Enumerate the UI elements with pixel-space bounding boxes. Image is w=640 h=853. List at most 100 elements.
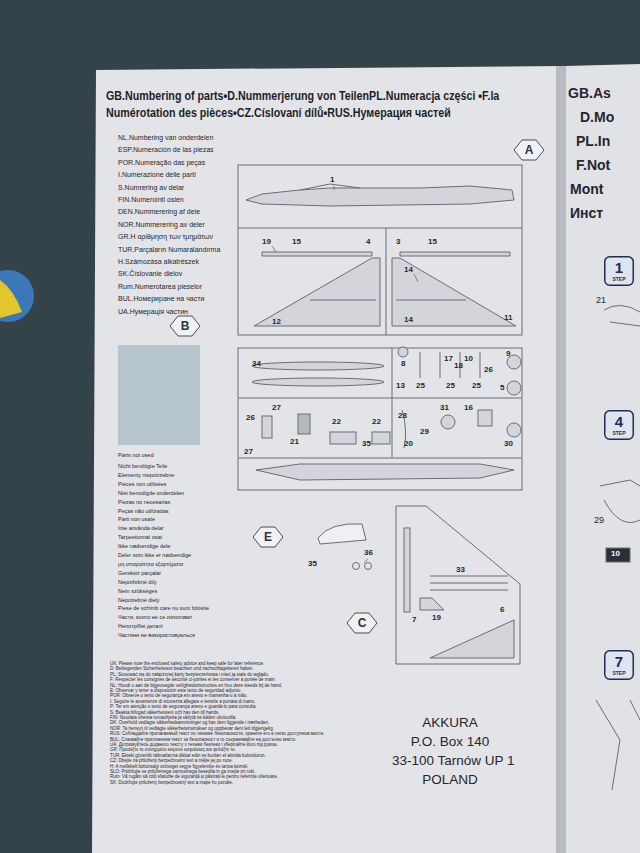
part-tag (606, 548, 630, 562)
part-number: 21 (290, 438, 299, 447)
drop-tank (252, 362, 384, 370)
label-text: NL: Houdt u aan de bijgevoegde veilighei… (110, 683, 282, 688)
label-text: Ikke nødvendige dele (118, 543, 170, 549)
legend-language-line: Частини не використовуються (118, 632, 195, 638)
label-text: 34 (252, 359, 261, 368)
part-number: 31 (440, 404, 449, 413)
label-text: H: A mellékelt biztonsági szöveget vegye… (110, 764, 248, 769)
label-text: μη απαραίτητα εξαρτήματα (118, 561, 183, 567)
label-text: 1 (330, 175, 334, 184)
label-text: F.Not (576, 157, 610, 173)
round-part (441, 415, 455, 429)
part-number: 34 (252, 360, 261, 369)
label-text: 26 (484, 365, 493, 374)
badge-label: A (525, 144, 534, 156)
page-heading: GB.Numbering of parts•D.Nummerjerung von… (106, 88, 551, 122)
badge-label: E (264, 531, 272, 543)
label-text: Rum: Vă rugăm să citiți sfaturile de sig… (110, 774, 278, 779)
part-number: 4 (366, 238, 370, 247)
safety-note-line: I: Seguire le avvertenze di sicurezza al… (110, 700, 256, 705)
page-fold-shadow (556, 66, 566, 853)
sprue-letter-badge: C (347, 613, 377, 633)
part-number: 36 (364, 549, 373, 558)
wing-right (392, 258, 516, 326)
part-number: 27 (272, 404, 281, 413)
label-text: 18 (454, 361, 463, 370)
wheel-part (398, 347, 408, 357)
label-text: Peças não utilizadas (118, 508, 168, 514)
label-text: TUR: Ekteki güvenlik talimatlarına dikka… (110, 753, 266, 758)
part-number: 1 (330, 176, 334, 185)
label-text: FIN.Numerointi osien (118, 196, 184, 203)
sprue-bar (238, 458, 522, 459)
safety-note-line: NL: Houdt u aan de bijgevoegde veilighei… (110, 684, 282, 689)
panel-line (310, 300, 376, 301)
right-page (566, 64, 640, 853)
label-text: S.Numrering av delar (118, 184, 184, 191)
small-part (330, 432, 356, 444)
wing-left (254, 258, 380, 326)
part-number: 26 (246, 414, 255, 423)
label-text: AKKURA (422, 715, 478, 730)
label-text: 16 (464, 403, 473, 412)
label-text: 3 (396, 237, 400, 246)
part-number: 8 (401, 360, 405, 369)
label-text: 21 (596, 295, 606, 305)
part-number: 29 (594, 516, 604, 526)
part-number: 25 (416, 382, 425, 391)
legend-language-line: Части, които не се използват (118, 614, 192, 620)
legend-language-line: Inte använda delar (118, 525, 164, 531)
canopy-line (300, 184, 360, 190)
label-text: 22 (332, 417, 341, 426)
safety-note-line: GR: Προσέξτε το συνημμένο κείμενο ασφαλε… (110, 748, 236, 753)
safety-note-line: S: Beakta bifogad säkerhetstext och hav … (110, 711, 220, 716)
part-number: 19 (262, 238, 271, 247)
label-text: ESP.Numeración de las piezas (118, 146, 214, 153)
label-text: Nicht benötigte Teile (118, 463, 167, 469)
label-text: RUS: Соблюдайте прилагаемый текст по тех… (110, 731, 324, 736)
part-number: 16 (464, 404, 473, 413)
sprue-letter-badge: E (253, 527, 283, 547)
label-text: Частини не використовуються (118, 632, 195, 638)
label-text: UK: Please note the enclosed safety advi… (110, 661, 264, 666)
heading-text: GB.Numbering of parts•D.Nummerjerung von… (106, 89, 499, 120)
sprue-bar (238, 228, 522, 229)
part-number: 22 (332, 418, 341, 427)
safety-note-line: P: Ter em atenção o texto de segurança a… (110, 705, 257, 710)
label-text: SLO: Pridržujte se priloženega varnostne… (110, 769, 255, 774)
language-line: TUR.Parçaların Numaralandırma (118, 246, 220, 254)
address-line: 33-100 Tarnów UP 1 (392, 754, 508, 769)
label-text: PL.In (576, 133, 610, 149)
language-line: I.Numerazione delle parti (118, 171, 196, 179)
sprue-b (238, 347, 522, 490)
label-text: Niet benodigde onderdelen (118, 490, 184, 496)
language-line: S.Numrering av delar (118, 184, 184, 192)
part-number: 30 (504, 440, 513, 449)
part-number: 18 (454, 362, 463, 371)
safety-note-line: SLO: Pridržujte se priloženega varnostne… (110, 770, 255, 775)
legend-language-line: Piese de schimb care nu sunt folosite (118, 605, 209, 611)
part-number: 33 (456, 566, 465, 575)
badge-label: B (181, 320, 190, 332)
language-line: NOR.Nummerering av deler (118, 221, 205, 229)
label-text: Nepotrebné diely (118, 597, 160, 603)
label-text: 14 (404, 315, 413, 324)
language-line: POR.Numeração das peças (118, 159, 205, 167)
label-text: 27 (272, 403, 281, 412)
badge-label: C (358, 617, 367, 629)
step-box (605, 651, 634, 680)
label-text: Parti non usate (118, 516, 155, 522)
part-number: 35 (362, 440, 371, 449)
clear-part (365, 563, 372, 570)
sprue-bar (392, 348, 393, 458)
safety-note-line: H: A mellékelt biztonsági szöveget vegye… (110, 765, 248, 770)
safety-note-line: TUR: Ekteki güvenlik talimatlarına dikka… (110, 754, 266, 759)
small-part (262, 416, 272, 438)
badge-label: 1 (615, 260, 623, 275)
assembly-sketch (600, 480, 640, 523)
label-text: Nepotřebné díly (118, 579, 157, 585)
part-number: 25 (472, 382, 481, 391)
badge-caption: STEP (612, 431, 625, 436)
part-number: 20 (404, 440, 413, 449)
